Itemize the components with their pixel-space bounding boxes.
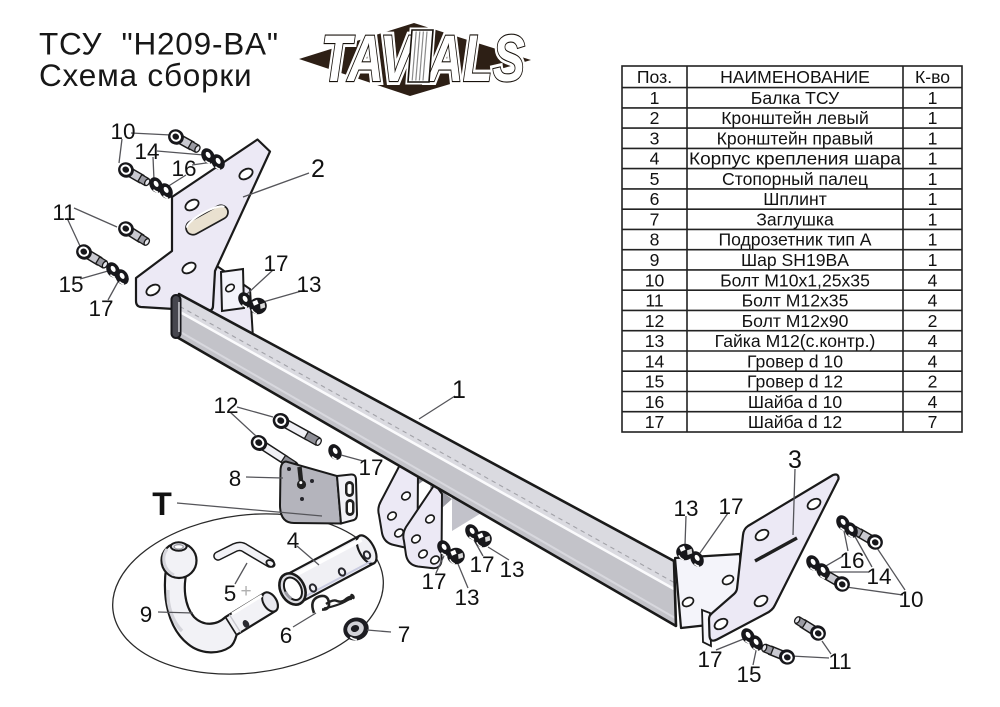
svg-text:Шайба d 10: Шайба d 10 — [748, 392, 843, 412]
svg-text:7: 7 — [650, 210, 660, 230]
svg-text:Шплинт: Шплинт — [763, 189, 827, 209]
svg-text:10: 10 — [898, 587, 923, 612]
svg-text:Болт М12х90: Болт М12х90 — [742, 311, 849, 331]
svg-text:14: 14 — [645, 351, 665, 371]
svg-text:1: 1 — [650, 88, 660, 108]
svg-text:16: 16 — [839, 548, 864, 573]
svg-text:TAV: TAV — [321, 21, 417, 95]
svg-text:13: 13 — [673, 496, 698, 521]
svg-text:5: 5 — [224, 581, 237, 606]
svg-text:17: 17 — [421, 569, 446, 594]
svg-text:3: 3 — [788, 446, 802, 474]
svg-text:1: 1 — [928, 169, 938, 189]
svg-text:Кронштейн левый: Кронштейн левый — [721, 108, 869, 128]
svg-text:4: 4 — [928, 331, 938, 351]
svg-text:4: 4 — [928, 392, 938, 412]
svg-text:10: 10 — [645, 270, 665, 290]
svg-text:12: 12 — [213, 393, 238, 418]
svg-text:8: 8 — [229, 466, 242, 491]
svg-text:14: 14 — [134, 139, 159, 164]
svg-text:7: 7 — [928, 412, 938, 432]
svg-text:6: 6 — [280, 623, 293, 648]
svg-text:17: 17 — [88, 296, 113, 321]
svg-text:Шар SH19BA: Шар SH19BA — [741, 250, 849, 270]
svg-text:8: 8 — [650, 230, 660, 250]
svg-text:Гровер d 10: Гровер d 10 — [747, 351, 843, 371]
svg-text:1: 1 — [452, 376, 466, 404]
svg-text:2: 2 — [928, 311, 938, 331]
svg-text:2: 2 — [311, 155, 325, 183]
svg-text:17: 17 — [263, 251, 288, 276]
svg-text:Схема сборки: Схема сборки — [39, 57, 252, 93]
svg-text:2: 2 — [928, 372, 938, 392]
svg-text:Кронштейн правый: Кронштейн правый — [717, 128, 874, 148]
svg-text:15: 15 — [645, 372, 665, 392]
svg-text:12: 12 — [645, 311, 665, 331]
svg-text:Стопорный палец: Стопорный палец — [722, 169, 868, 189]
svg-text:17: 17 — [697, 647, 722, 672]
svg-text:1: 1 — [928, 210, 938, 230]
svg-text:13: 13 — [499, 557, 524, 582]
svg-text:Подрозетник тип А: Подрозетник тип А — [719, 230, 872, 250]
svg-text:1: 1 — [928, 108, 938, 128]
svg-text:2: 2 — [650, 108, 660, 128]
svg-text:4: 4 — [928, 351, 938, 371]
svg-text:4: 4 — [287, 528, 300, 553]
svg-text:TAV: TAV — [321, 21, 417, 95]
svg-text:15: 15 — [58, 272, 83, 297]
svg-text:1: 1 — [928, 88, 938, 108]
svg-text:ТСУ "H209-BA": ТСУ "H209-BA" — [39, 26, 279, 62]
svg-text:13: 13 — [645, 331, 665, 351]
svg-text:1: 1 — [928, 250, 938, 270]
svg-text:17: 17 — [469, 552, 494, 577]
svg-text:13: 13 — [454, 585, 479, 610]
svg-text:4: 4 — [928, 270, 938, 290]
svg-text:Гровер d 12: Гровер d 12 — [747, 372, 843, 392]
svg-text:16: 16 — [645, 392, 665, 412]
svg-text:5: 5 — [650, 169, 660, 189]
svg-text:9: 9 — [140, 602, 153, 627]
svg-text:1: 1 — [928, 230, 938, 250]
svg-text:+: + — [240, 581, 251, 602]
svg-text:11: 11 — [828, 649, 851, 674]
svg-text:17: 17 — [358, 455, 383, 480]
svg-text:13: 13 — [296, 272, 321, 297]
svg-text:Заглушка: Заглушка — [756, 210, 834, 230]
svg-text:T: T — [152, 486, 172, 522]
svg-text:К-во: К-во — [915, 67, 950, 87]
svg-text:Болт М12х35: Болт М12х35 — [742, 291, 849, 311]
svg-text:4: 4 — [650, 149, 660, 169]
svg-text:1: 1 — [928, 128, 938, 148]
svg-text:3: 3 — [650, 128, 660, 148]
svg-text:1: 1 — [928, 149, 938, 169]
svg-text:17: 17 — [645, 412, 665, 432]
svg-text:Шайба d 12: Шайба d 12 — [748, 412, 842, 432]
svg-text:10: 10 — [110, 119, 135, 144]
svg-text:16: 16 — [171, 156, 196, 181]
svg-text:ALS: ALS — [427, 21, 525, 95]
svg-text:Гайка М12(с.контр.): Гайка М12(с.контр.) — [715, 331, 876, 351]
svg-text:ALS: ALS — [427, 21, 525, 95]
svg-text:4: 4 — [928, 291, 938, 311]
svg-text:11: 11 — [52, 200, 75, 225]
svg-text:1: 1 — [928, 189, 938, 209]
svg-text:7: 7 — [398, 622, 411, 647]
svg-text:НАИМЕНОВАНИЕ: НАИМЕНОВАНИЕ — [720, 67, 870, 87]
svg-text:6: 6 — [650, 189, 660, 209]
svg-text:Поз.: Поз. — [637, 67, 672, 87]
svg-text:Болт М10х1,25х35: Болт М10х1,25х35 — [720, 270, 870, 290]
svg-text:14: 14 — [866, 564, 891, 589]
svg-text:17: 17 — [718, 494, 743, 519]
svg-text:15: 15 — [736, 662, 761, 687]
svg-text:11: 11 — [645, 291, 663, 311]
svg-text:9: 9 — [650, 250, 660, 270]
svg-text:Корпус крепления шара: Корпус крепления шара — [689, 149, 901, 169]
svg-text:Балка ТСУ: Балка ТСУ — [751, 88, 840, 108]
